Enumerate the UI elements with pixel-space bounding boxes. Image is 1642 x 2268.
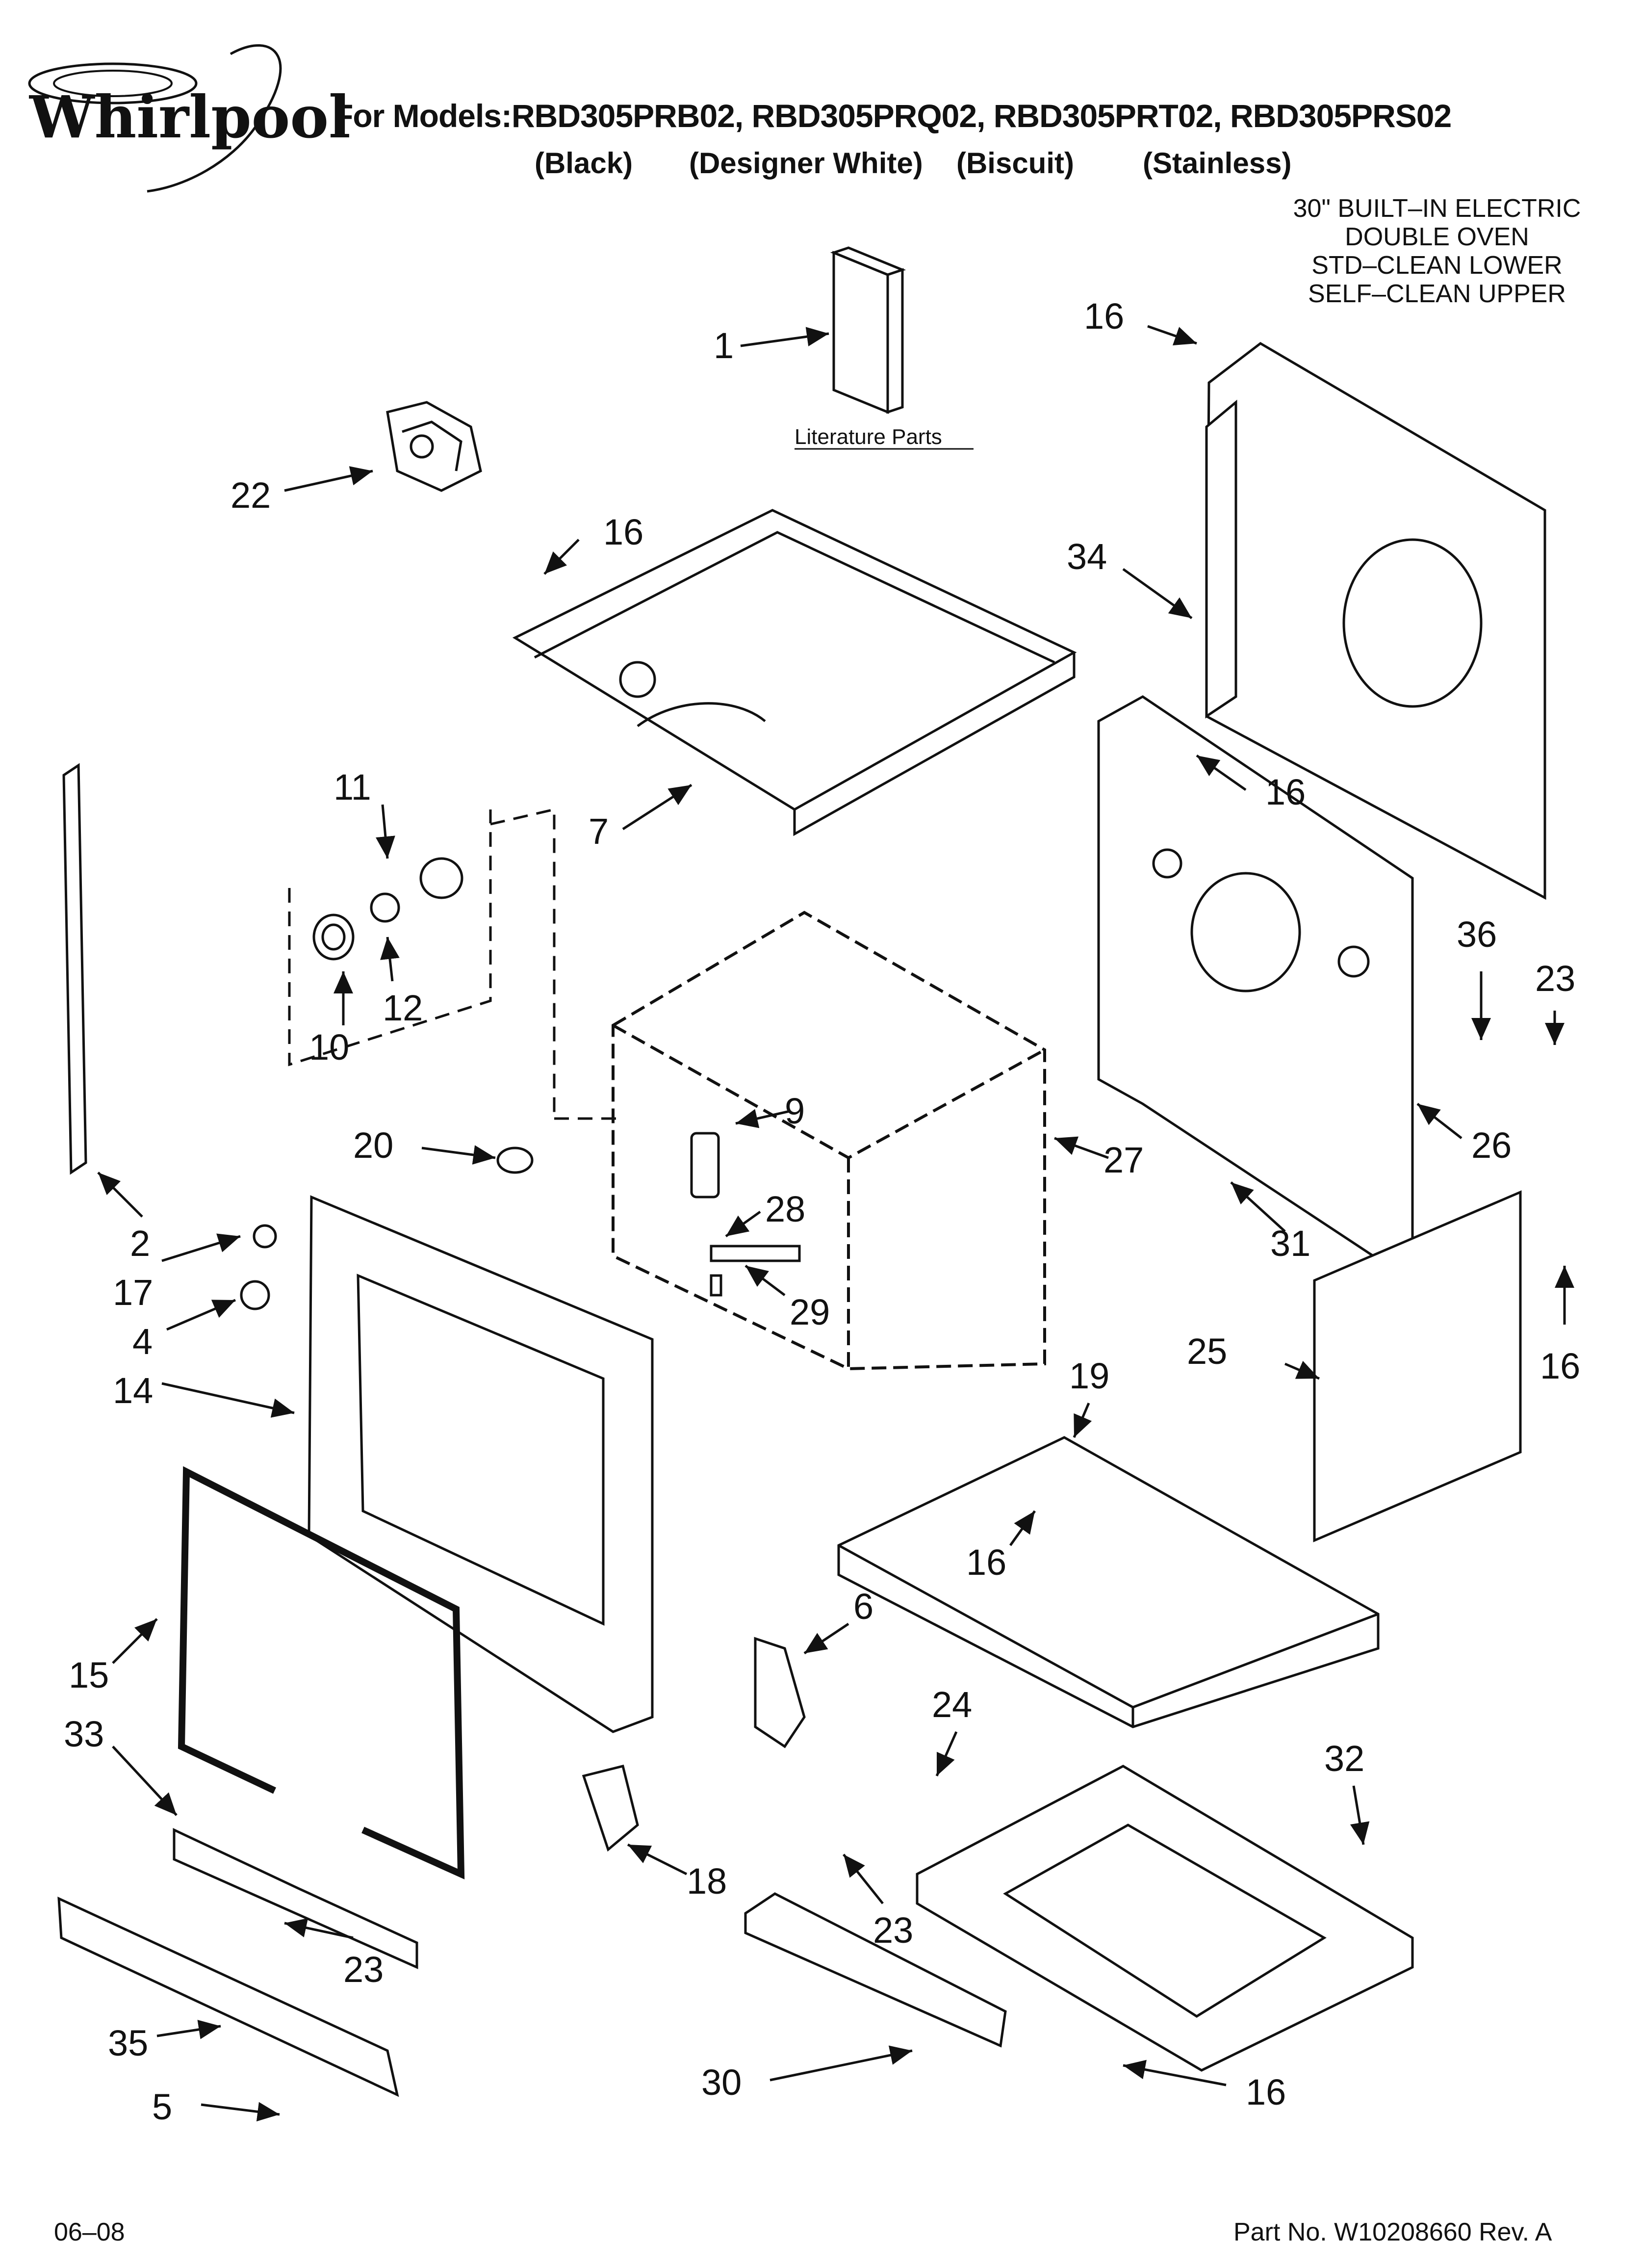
callout-6: 6 — [853, 1586, 873, 1627]
footer-part-number: Part No. W10208660 Rev. A — [1233, 2218, 1552, 2246]
callout-23-mid: 23 — [873, 1910, 913, 1951]
callout-7: 7 — [589, 811, 609, 852]
callout-24: 24 — [932, 1684, 972, 1725]
callout-20: 20 — [353, 1125, 393, 1166]
callout-14: 14 — [113, 1370, 153, 1411]
callout-30: 30 — [701, 2062, 742, 2103]
part-side-trim — [62, 763, 87, 1175]
callout-19: 19 — [1069, 1356, 1109, 1396]
part-rear-frame — [1097, 695, 1414, 1257]
part-terminal-block — [386, 401, 482, 492]
callout-16-top: 16 — [603, 512, 643, 552]
callout-22: 22 — [231, 475, 271, 516]
callout-26: 26 — [1471, 1125, 1512, 1166]
finish-biscuit: (Biscuit) — [956, 147, 1074, 180]
callout-2: 2 — [130, 1223, 150, 1264]
part-knob-parts — [312, 857, 463, 961]
callout-23-right: 23 — [1535, 958, 1575, 999]
callout-17: 17 — [113, 1272, 153, 1313]
callout-27: 27 — [1103, 1140, 1144, 1180]
description-line-2: DOUBLE OVEN — [1345, 223, 1529, 251]
footer-date: 06–08 — [54, 2218, 125, 2246]
callout-25: 25 — [1187, 1331, 1227, 1372]
description-line-1: 30" BUILT–IN ELECTRIC — [1293, 194, 1581, 223]
part-top-panel — [512, 509, 1077, 836]
part-door-gasket — [178, 1466, 465, 1879]
callout-16-bottom: 16 — [1246, 2072, 1286, 2112]
part-oven-cavity — [612, 911, 1046, 1371]
part-32-tray — [916, 1765, 1414, 2072]
callout-18: 18 — [687, 1861, 727, 1902]
callout-29: 29 — [790, 1292, 830, 1332]
finish-black: (Black) — [535, 147, 633, 180]
part-30-trim — [744, 1892, 1007, 2048]
callout-34: 34 — [1067, 536, 1107, 577]
callout-16-shelf: 16 — [966, 1542, 1006, 1583]
callouts — [97, 325, 1574, 2122]
part-20 — [496, 1147, 534, 1174]
callout-1: 1 — [714, 325, 734, 366]
callout-33: 33 — [64, 1714, 104, 1754]
models-line: For Models:RBD305PRB02, RBD305PRQ02, RBD… — [334, 98, 1452, 134]
callout-labels: 1 2 17 4 14 15 33 23 35 5 22 16 16 16 16… — [64, 296, 1580, 2127]
callout-36: 36 — [1457, 914, 1497, 955]
callout-15: 15 — [69, 1655, 109, 1695]
part-6-bracket — [754, 1637, 806, 1748]
callout-11: 11 — [334, 767, 371, 808]
part-4-bumper — [240, 1280, 270, 1310]
literature-parts-label: Literature Parts — [795, 425, 942, 449]
whirlpool-logo-text: Whirlpool — [28, 83, 351, 151]
part-19-shelf — [837, 1436, 1380, 1728]
finish-designer-white: (Designer White) — [689, 147, 923, 180]
finish-stainless: (Stainless) — [1143, 147, 1292, 180]
part-35-trim — [57, 1896, 399, 2097]
callout-10: 10 — [309, 1027, 349, 1068]
callout-28: 28 — [765, 1189, 805, 1229]
part-element-components — [690, 1132, 801, 1297]
callout-35: 35 — [108, 2023, 148, 2063]
callout-5: 5 — [152, 2086, 172, 2127]
callout-12: 12 — [383, 988, 423, 1028]
description-line-3: STD–CLEAN LOWER — [1311, 251, 1563, 280]
part-11-group — [288, 808, 618, 1120]
part-front-frame — [308, 1195, 654, 1733]
callout-4: 4 — [132, 1321, 153, 1362]
part-33 — [173, 1828, 418, 1969]
part-rear-panel — [1205, 341, 1546, 900]
callout-9: 9 — [785, 1091, 805, 1131]
part-18 — [582, 1764, 639, 1852]
callout-16-panel: 16 — [1540, 1346, 1580, 1386]
callout-31: 31 — [1270, 1223, 1310, 1264]
callout-16-frame: 16 — [1265, 772, 1306, 812]
part-17-screw — [253, 1224, 277, 1249]
callout-32: 32 — [1324, 1738, 1364, 1779]
whirlpool-logo: Whirlpool — [28, 44, 351, 193]
callout-16-rear: 16 — [1084, 296, 1124, 337]
callout-23-left: 23 — [343, 1949, 384, 1990]
part-25-panel — [1313, 1190, 1522, 1542]
part-literature — [830, 246, 906, 414]
description-line-4: SELF–CLEAN UPPER — [1308, 280, 1566, 308]
